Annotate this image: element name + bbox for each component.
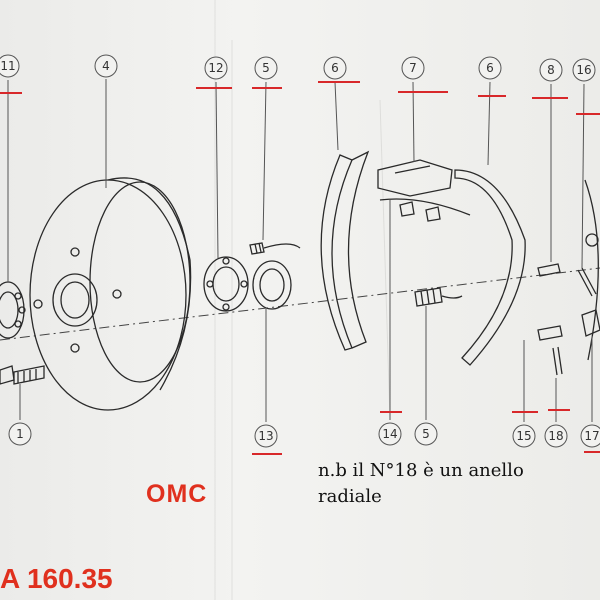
callout-14: 14: [382, 427, 397, 441]
callout-11: 11: [0, 59, 15, 73]
callout-6-left: 6: [331, 61, 339, 75]
part-spring-5-upper: [249, 242, 301, 255]
part-pin-8: [537, 263, 561, 277]
part-ring-18: [552, 346, 563, 376]
note-text: n.b il N°18 è un anello radiale: [318, 458, 598, 510]
callout-1: 1: [16, 427, 24, 441]
note-line-1: n.b il N°18 è un anello: [318, 460, 524, 481]
scan-artifacts: [214, 0, 391, 600]
part-adjuster-16: [577, 179, 599, 361]
note-line-2: radiale: [318, 486, 382, 507]
part-bearing-12: [203, 256, 249, 312]
callout-6-right: 6: [486, 61, 494, 75]
callout-5-lower: 5: [422, 427, 430, 441]
part-shoe-6-right: [454, 169, 526, 366]
callout-17: 17: [584, 429, 599, 443]
callout-16: 16: [576, 63, 591, 77]
part-bearing-11: [0, 281, 26, 339]
model-label: A 160.35: [0, 563, 113, 594]
callouts: 11 4 12 5 6 7 6 8: [0, 54, 600, 455]
part-adjuster-17: [581, 309, 600, 337]
part-shoe-6-left: [320, 150, 370, 351]
callout-13: 13: [258, 429, 273, 443]
callout-7: 7: [409, 61, 417, 75]
part-pin-15: [537, 325, 563, 341]
part-cylinder-7: [377, 159, 471, 222]
callout-12: 12: [208, 61, 223, 75]
part-drum-4: [29, 177, 192, 411]
part-stud-1: [0, 365, 45, 385]
part-spring-5-lower: [414, 287, 463, 307]
brand-label: OMC: [146, 480, 208, 508]
callout-15: 15: [516, 429, 531, 443]
callout-4: 4: [102, 59, 110, 73]
callout-8: 8: [547, 63, 555, 77]
callout-5-upper: 5: [262, 61, 270, 75]
center-axis: [0, 267, 600, 341]
part-seal-13: [252, 260, 292, 310]
callout-18: 18: [548, 429, 563, 443]
